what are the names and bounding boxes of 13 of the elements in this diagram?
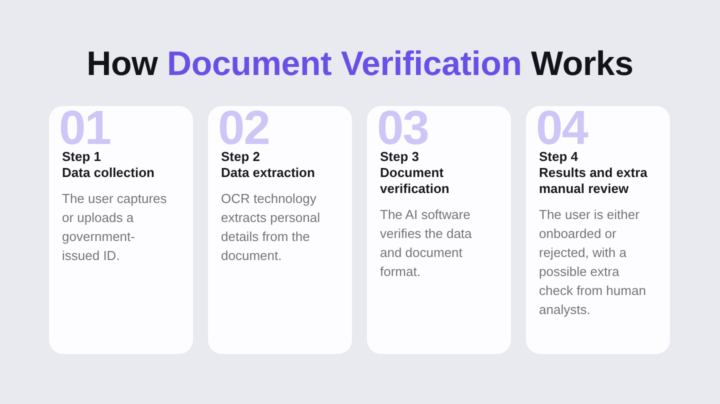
step-description: The AI software verifies the data and document format. bbox=[380, 206, 473, 281]
step-title: Data collection bbox=[62, 165, 156, 181]
step-description: The user captures or uploads a government-issued ID. bbox=[62, 190, 168, 265]
step-description: The user is either onboarded or rejected, with a possible extra check from human analysts. bbox=[539, 206, 647, 319]
step-label: Step 3 bbox=[380, 149, 420, 165]
step-description: OCR technology extracts personal details from the document. bbox=[221, 190, 321, 265]
title: How Document Verification Works bbox=[86, 44, 634, 84]
step-title: Document verification bbox=[380, 165, 450, 197]
step-title: Results and extra manual review bbox=[539, 165, 648, 197]
step-label: Step 4 bbox=[539, 149, 580, 165]
step-label: Step 2 bbox=[221, 149, 262, 165]
step-title: Data extraction bbox=[221, 165, 316, 181]
step-label: Step 1 bbox=[62, 149, 102, 165]
